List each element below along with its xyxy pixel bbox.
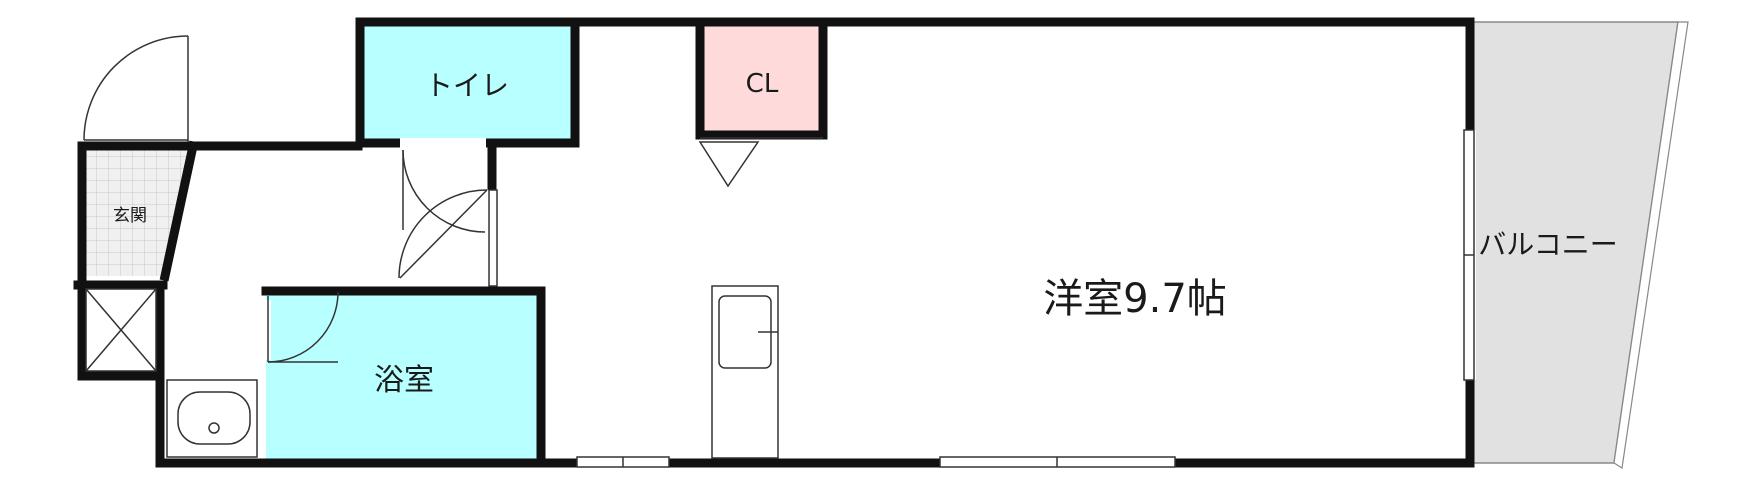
bathroom-label: 浴室 — [374, 363, 434, 398]
balcony-railing — [1613, 21, 1689, 469]
doors — [83, 35, 488, 363]
entrance-label: 玄関 — [113, 206, 147, 226]
entrance-floor — [78, 146, 188, 276]
western-room-label: 洋室9.7帖 — [1043, 276, 1227, 322]
kitchen-unit — [711, 285, 779, 459]
shoe-cabinet — [85, 288, 157, 372]
toilet-room — [360, 22, 575, 143]
closet-door — [698, 137, 823, 188]
closet — [700, 22, 823, 135]
balcony-label: バルコニー — [1478, 228, 1617, 261]
windows — [488, 129, 1475, 468]
toilet-label: トイレ — [425, 69, 509, 102]
closet-label: CL — [746, 69, 779, 99]
bathroom-room — [266, 291, 541, 459]
washbasin — [166, 379, 258, 458]
